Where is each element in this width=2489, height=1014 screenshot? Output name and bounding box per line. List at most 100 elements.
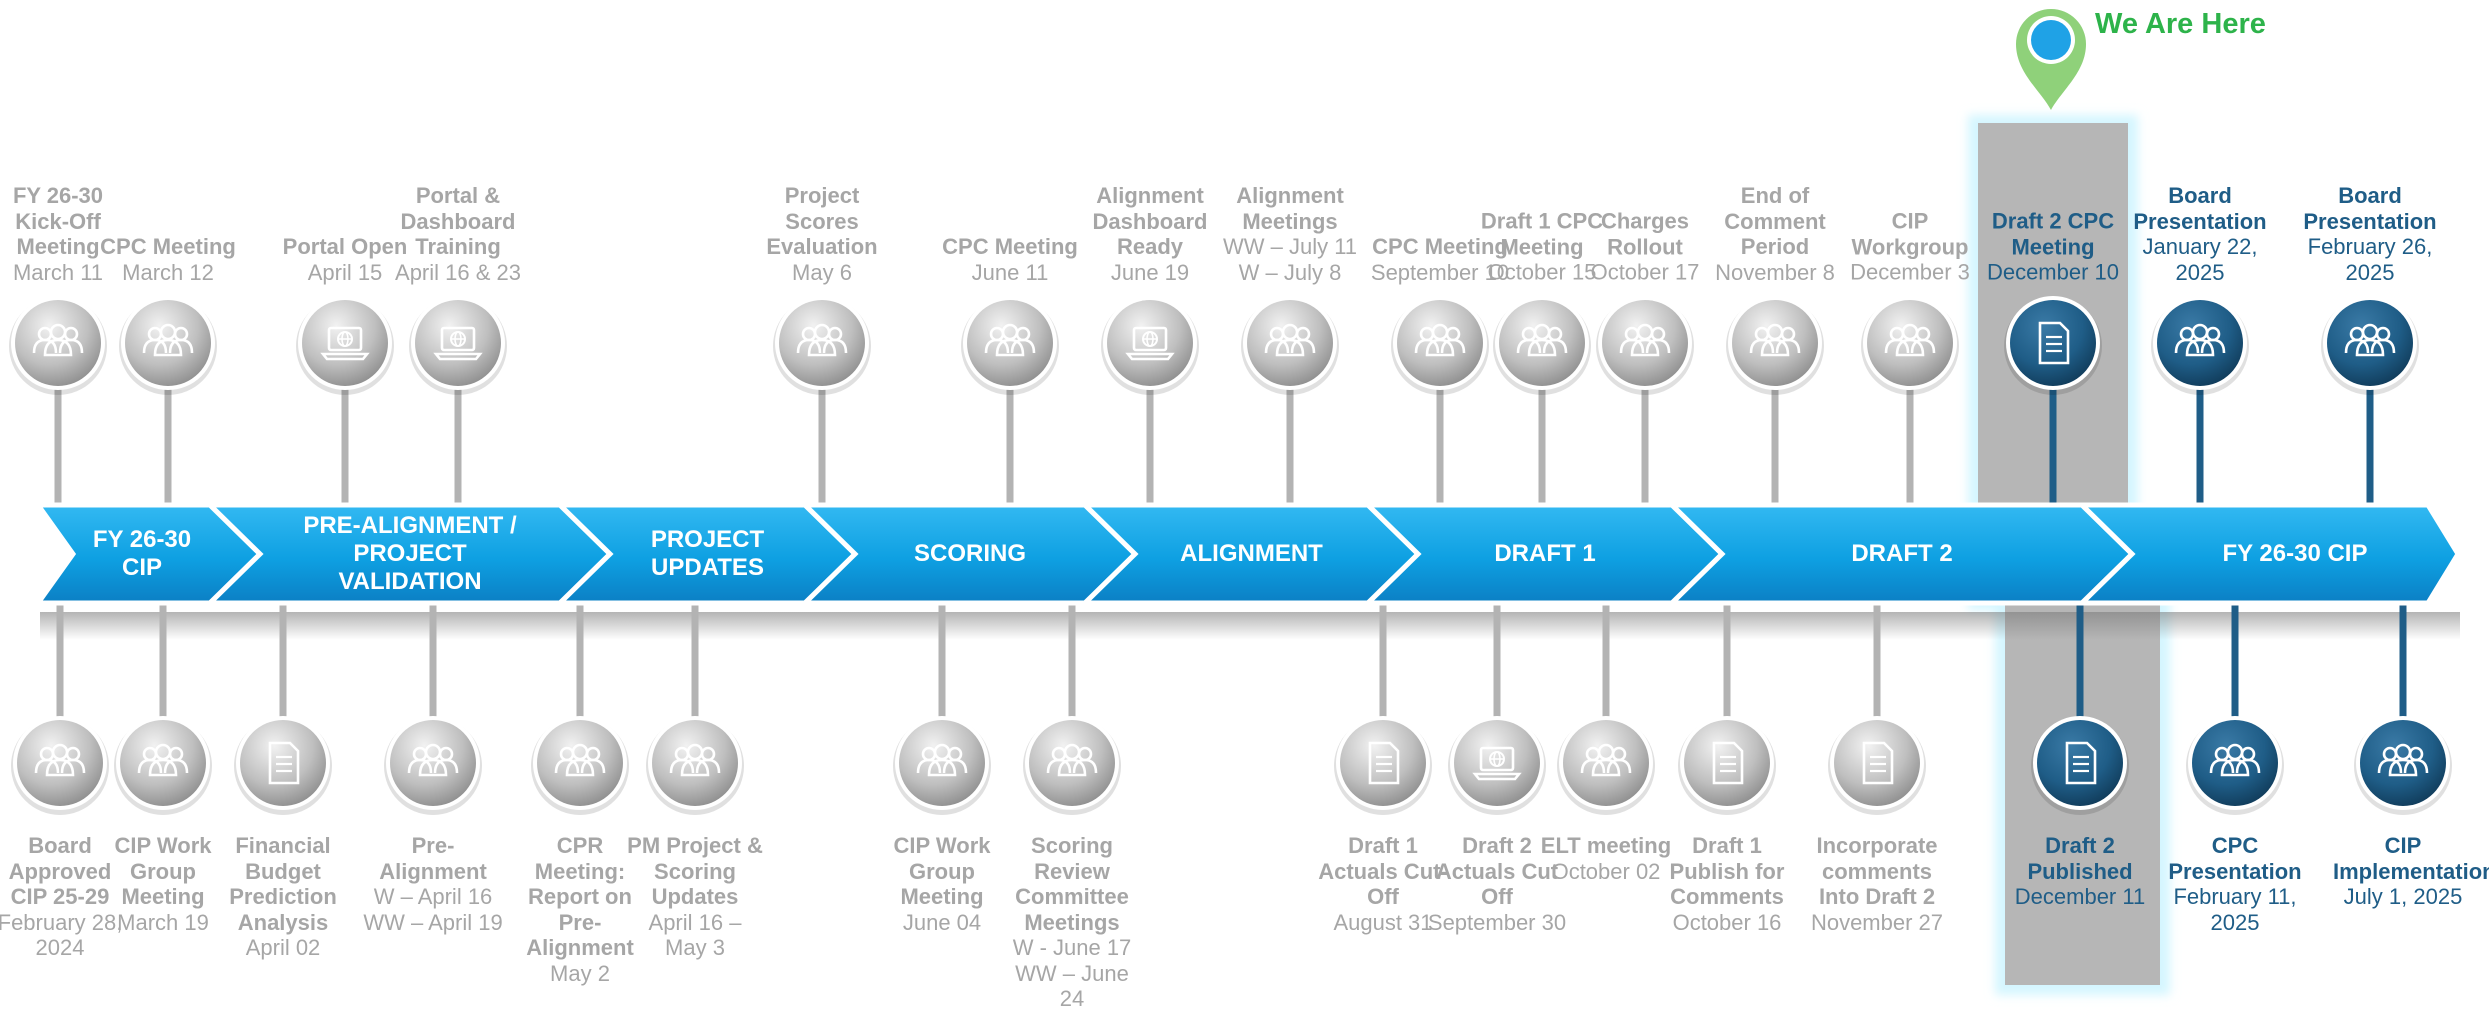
top-milestone-marker (961, 296, 1059, 395)
top-milestone-marker (119, 296, 217, 395)
milestone-title: CPC Meeting (1372, 234, 1508, 259)
milestone-date: June 11 (971, 259, 1049, 285)
bottom-milestone-marker (2031, 716, 2129, 815)
phase-label: FY 26-30 CIP (92, 526, 192, 581)
top-milestone-marker (2151, 296, 2249, 395)
milestone-title: Portal Open (282, 234, 408, 259)
bottom-milestone-marker (1828, 716, 1926, 815)
milestone-title: Incorporate comments Into Draft 2 (1816, 833, 1938, 909)
milestone-title: Draft 2 CPC Meeting (1991, 208, 2115, 260)
milestone-date: December 11 (2014, 884, 2146, 909)
milestone-date: March 12 (122, 259, 214, 285)
top-milestone-marker (1726, 296, 1824, 395)
milestone-date: September 30 (1427, 909, 1567, 935)
milestone-title: Project Scores Evaluation (766, 183, 878, 259)
milestone-title: Alignment Meetings (1236, 183, 1344, 234)
milestone-title: ELT meeting (1540, 833, 1672, 858)
phase-label: SCORING (913, 540, 1026, 567)
milestone-title: Alignment Dashboard Ready (1092, 183, 1208, 259)
top-milestone-marker (1596, 296, 1694, 395)
milestone-title: CIP Implementation (2333, 833, 2489, 884)
bottom-milestone-marker (11, 716, 109, 815)
bottom-milestone-marker (1557, 716, 1655, 815)
top-milestone-marker (409, 296, 507, 395)
bottom-milestone-marker (1678, 716, 1776, 815)
top-milestone-marker (1493, 296, 1591, 395)
milestone-title: CPR Meeting: Report on Pre-Alignment (526, 833, 634, 960)
top-milestone-marker (9, 296, 107, 395)
milestone-title: CPC Meeting (942, 234, 1078, 259)
milestone-date: April 16 – May 3 (648, 909, 742, 961)
phase-label: PRE-ALIGNMENT / PROJECT VALIDATION (303, 512, 517, 595)
phase-label: ALIGNMENT (1180, 540, 1323, 567)
milestone-date: December 10 (1986, 259, 2120, 285)
arrow-shadow (40, 612, 2460, 640)
milestone-title: Charges Rollout (1600, 208, 1690, 260)
milestone-date: August 31 (1333, 909, 1433, 935)
milestone-title: Draft 1 Publish for Comments (1669, 833, 1785, 909)
milestone-date: May 2 (550, 960, 610, 986)
milestone-date: October 15 (1487, 259, 1597, 285)
milestone-title: CIP Work Group Meeting (114, 833, 212, 909)
bottom-milestone-marker (234, 716, 332, 815)
milestone-date: January 22, 2025 (2142, 234, 2258, 285)
top-milestone-marker (296, 296, 394, 395)
top-milestone-marker (773, 296, 871, 395)
bottom-milestone-marker (1334, 716, 1432, 815)
milestone-date: October 17 (1590, 259, 1700, 285)
milestone-date: September 10 (1370, 259, 1510, 285)
top-milestone-marker (1391, 296, 1489, 395)
milestone-date: April 15 (307, 259, 383, 285)
phase-label: DRAFT 1 (1494, 540, 1596, 567)
milestone-date: June 19 (1110, 259, 1190, 285)
milestone-title: PM Project & Scoring Updates (627, 833, 763, 909)
milestone-title: Draft 1 Actuals Cut-Off (1318, 833, 1448, 909)
milestone-date: W – April 16 WW – April 19 (363, 884, 503, 935)
we-are-here-label: We Are Here (2095, 8, 2266, 40)
top-milestone-marker (1241, 296, 1339, 395)
phase-label: DRAFT 2 (1851, 540, 1953, 567)
milestone-date: W - June 17 WW – June 24 (1012, 935, 1132, 1011)
milestone-title: Pre-Alignment (379, 833, 487, 884)
milestone-title: Financial Budget Prediction Analysis (229, 833, 337, 935)
phase-label: PROJECT UPDATES (650, 526, 765, 581)
milestone-date: March 19 (117, 909, 209, 935)
top-milestone-marker (2321, 296, 2419, 395)
bottom-milestone-marker (114, 716, 212, 815)
milestone-title: CPC Presentation (2168, 833, 2302, 884)
milestone-date: February 26, 2025 (2307, 234, 2433, 285)
milestone-date: December 3 (1850, 259, 1970, 285)
milestone-date: April 16 & 23 (395, 259, 521, 285)
milestone-title: End of Comment Period (1724, 183, 1826, 259)
milestone-date: November 8 (1715, 259, 1835, 285)
milestone-title: CIP Work Group Meeting (893, 833, 991, 909)
milestone-title: Draft 2 Actuals Cut Off (1435, 833, 1559, 909)
